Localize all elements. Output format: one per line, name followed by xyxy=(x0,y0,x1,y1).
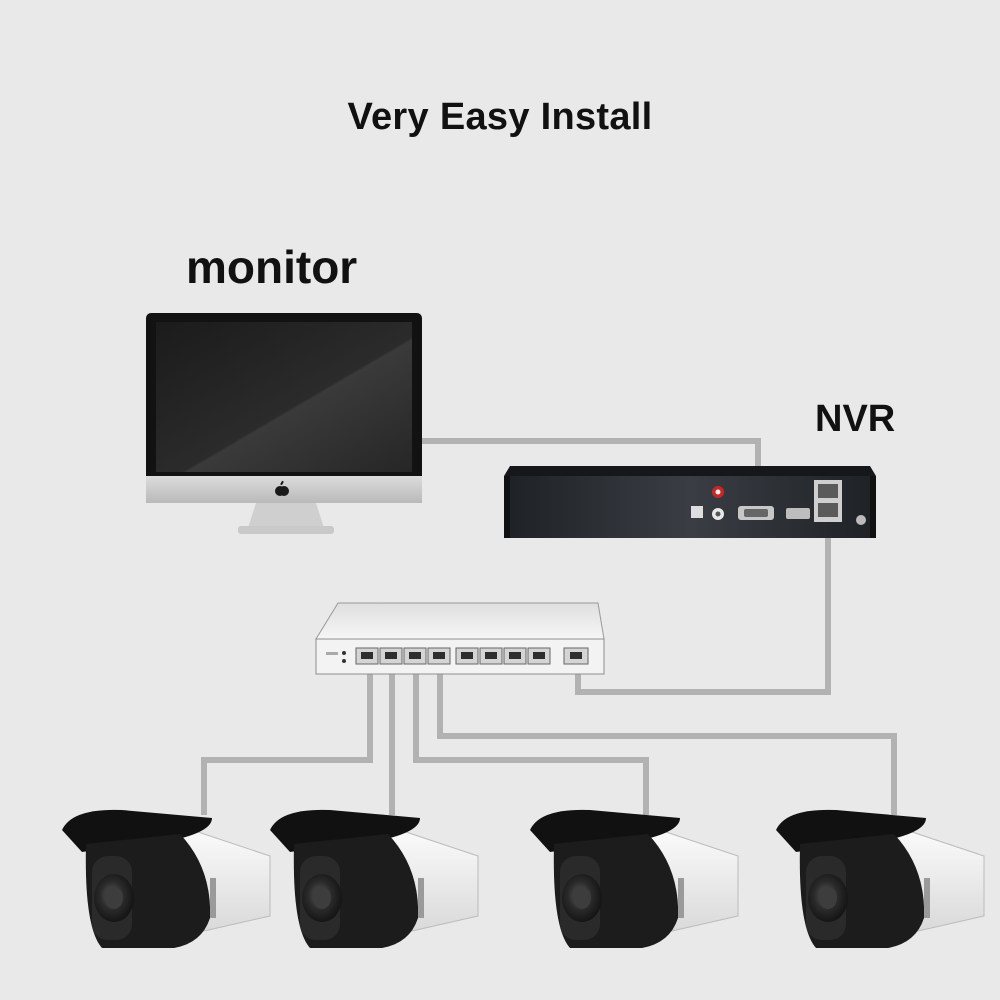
cable-switch-to-camera-3 xyxy=(413,664,649,815)
cable-nvr-to-switch xyxy=(575,530,831,695)
nvr-device xyxy=(504,466,876,538)
monitor-label: monitor xyxy=(186,241,358,293)
camera-hood xyxy=(530,809,680,852)
monitor-neck xyxy=(248,503,324,528)
hdmi-port xyxy=(786,508,810,519)
apple-logo-icon xyxy=(275,480,289,496)
nvr-label: NVR xyxy=(815,398,896,440)
cable-switch-to-camera-4 xyxy=(437,664,897,815)
poe-switch xyxy=(315,602,605,675)
ground-screw xyxy=(856,515,866,525)
diagram-title: Very Easy Install xyxy=(347,96,653,138)
power-port xyxy=(691,506,703,518)
switch-top xyxy=(315,602,605,640)
bullet-camera-2 xyxy=(270,809,479,948)
power-led xyxy=(342,651,346,655)
monitor-base xyxy=(238,526,334,534)
monitor xyxy=(146,313,422,534)
monitor-screen xyxy=(156,322,412,472)
camera-hood xyxy=(270,809,420,852)
bullet-camera-4 xyxy=(776,809,985,948)
camera-hood xyxy=(776,809,926,852)
bullet-camera-1 xyxy=(62,809,271,948)
nvr-top xyxy=(504,466,876,476)
bullet-camera-3 xyxy=(530,809,739,948)
camera-hood xyxy=(62,809,212,852)
nvr-front-panel xyxy=(504,476,876,538)
cable-switch-to-camera-1 xyxy=(201,664,373,815)
